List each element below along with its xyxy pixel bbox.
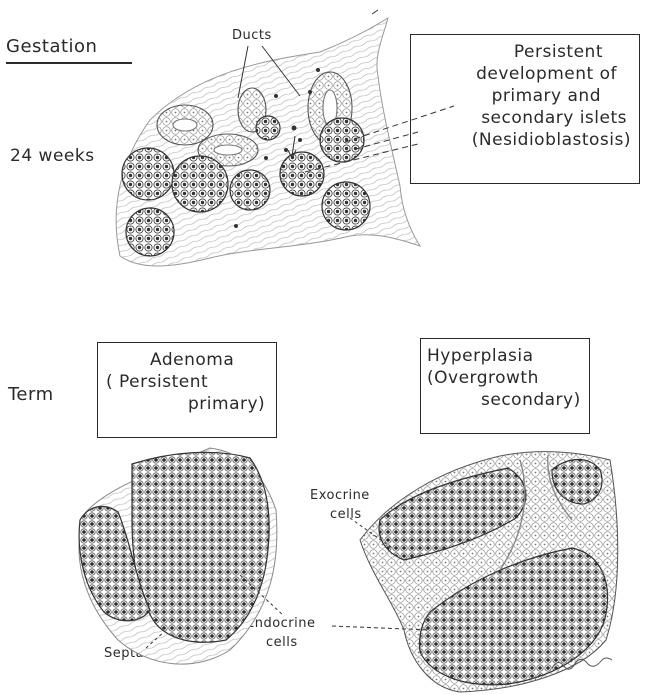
hyperplasia-section xyxy=(332,452,618,692)
adenoma-section xyxy=(79,448,284,664)
islet xyxy=(280,152,324,196)
islet xyxy=(256,116,280,140)
fetal-pancreas-section xyxy=(116,10,454,266)
islet xyxy=(322,182,370,230)
islet xyxy=(230,170,270,210)
adenoma-lobule xyxy=(132,452,269,642)
islet xyxy=(126,208,174,256)
islet xyxy=(172,156,228,212)
islet xyxy=(320,118,364,162)
islet xyxy=(122,148,174,200)
